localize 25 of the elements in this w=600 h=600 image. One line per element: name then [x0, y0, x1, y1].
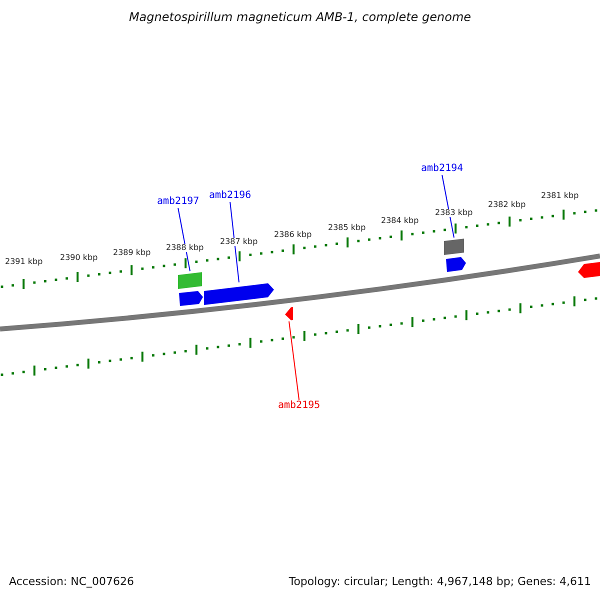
footer-text: Topology: circular; Length: 4,967,148 bp; Genes: 4,611: [288, 576, 591, 587]
leader-line: [178, 208, 190, 272]
scale-label: 2391 kbp: [5, 258, 43, 266]
scale-label: 2383 kbp: [435, 209, 473, 217]
scale-label: 2385 kbp: [328, 224, 366, 232]
gene-feature: [285, 307, 293, 320]
feature-box: [444, 238, 464, 255]
scale-label: 2390 kbp: [60, 254, 98, 262]
scale-label: 2388 kbp: [166, 244, 204, 252]
scale-label: 2386 kbp: [274, 231, 312, 239]
footer-text: Accession: NC_007626: [9, 576, 134, 587]
diagram-title: Magnetospirillum magneticum AMB-1, complete genome: [128, 11, 472, 23]
scale-label: 2381 kbp: [541, 192, 579, 200]
scale-label: 2387 kbp: [220, 238, 258, 246]
gene-label: amb2195: [278, 401, 320, 411]
gene-label: amb2197: [157, 197, 200, 207]
leader-line: [288, 320, 300, 400]
scale-label: 2382 kbp: [488, 201, 526, 209]
leader-line: [442, 174, 454, 238]
feature-box: [178, 272, 202, 289]
scale-label: 2389 kbp: [113, 249, 151, 257]
scale-label: 2384 kbp: [381, 217, 419, 225]
gene-label: amb2196: [209, 191, 252, 201]
leader-line: [230, 202, 240, 283]
gene-label: amb2194: [421, 164, 464, 174]
